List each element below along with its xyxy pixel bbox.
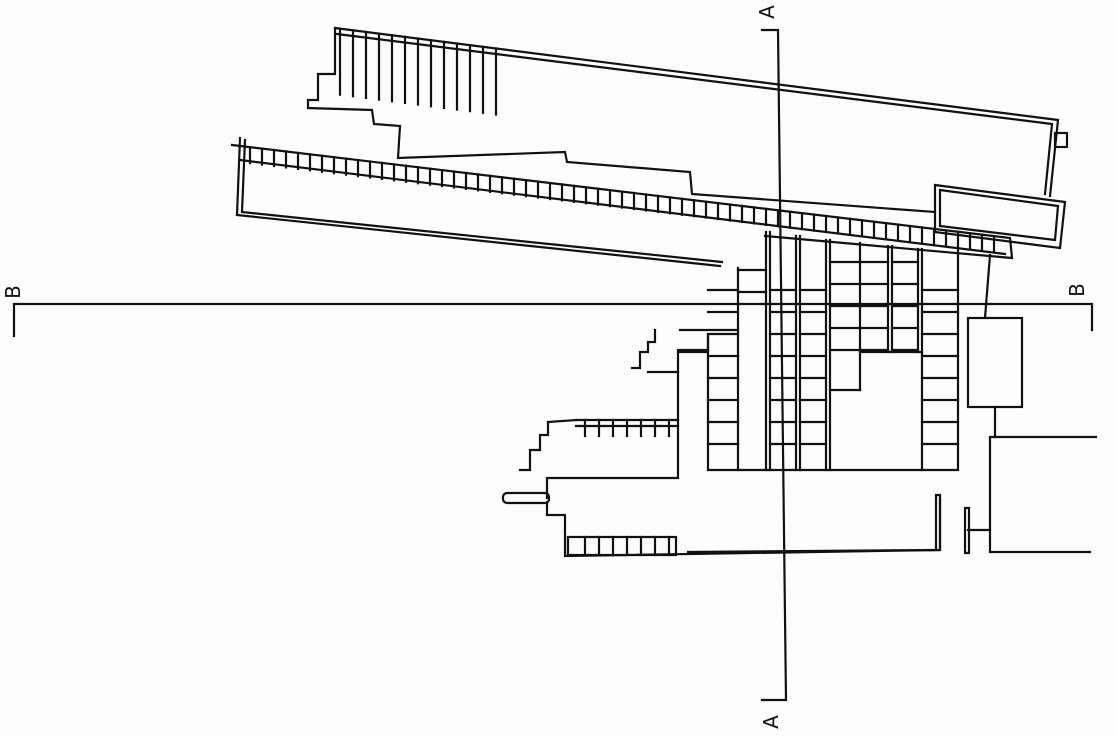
upper-wing-stair xyxy=(338,27,498,116)
upper-wing xyxy=(306,26,1069,214)
terrace-steps xyxy=(583,418,671,557)
lower-wing-ladder xyxy=(248,146,996,254)
lower-wing xyxy=(230,136,1067,268)
left-terraces xyxy=(501,328,942,558)
section-b-label-right: B xyxy=(1064,283,1089,297)
right-annex xyxy=(934,253,1098,555)
section-a-label-top: A xyxy=(754,5,779,19)
section-b-label-left: B xyxy=(0,285,25,299)
section-line-b xyxy=(12,302,1094,338)
central-block xyxy=(678,230,960,472)
section-line-a xyxy=(760,28,788,702)
section-a-label-bottom: A xyxy=(758,715,783,729)
